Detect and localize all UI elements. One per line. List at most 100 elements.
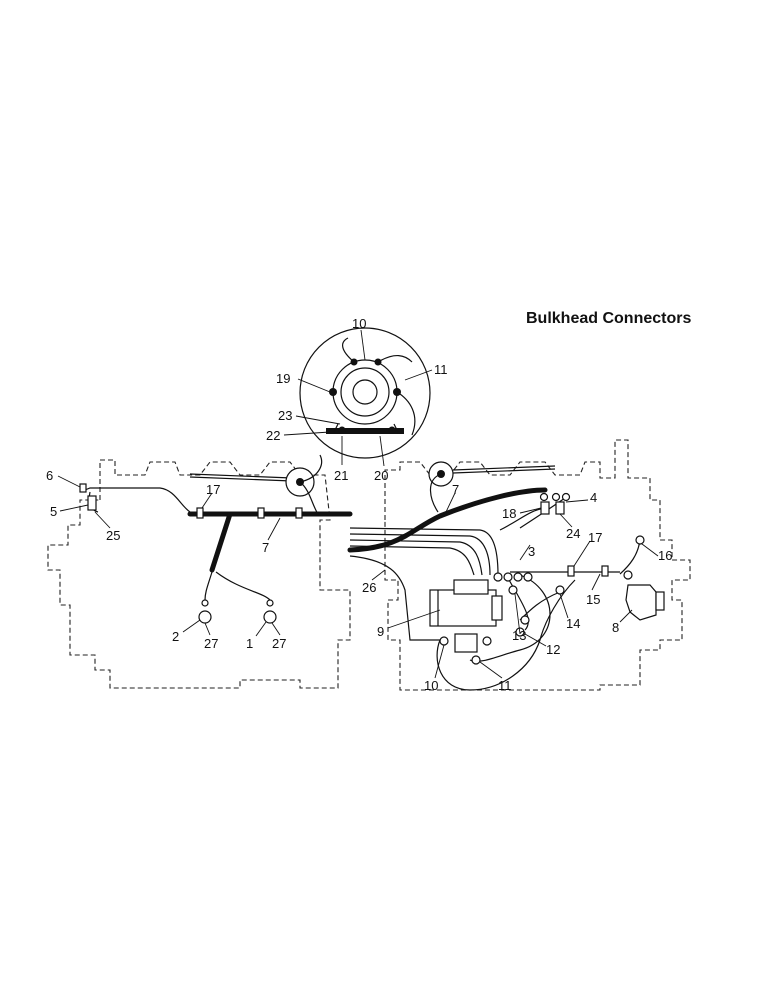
leader-19 [297, 378, 331, 393]
leader-3 [519, 544, 531, 561]
right-terminal-i [635, 535, 645, 545]
right-cable-to-16 [619, 539, 641, 575]
sensor-2-terminal [201, 599, 209, 607]
right-clip-a [567, 565, 575, 577]
starter-center-boss [352, 379, 378, 405]
relay-body [454, 633, 478, 653]
leader-9 [387, 609, 441, 629]
callout-9: 9 [377, 624, 384, 639]
sensor-1 [263, 610, 277, 624]
callout-14: 14 [566, 616, 580, 631]
callout-15: 15 [586, 592, 600, 607]
leader-7-right [445, 492, 456, 513]
callout-13: 13 [512, 628, 526, 643]
callout-11-top: 11 [434, 362, 448, 377]
bulkhead-connector-24 [555, 501, 565, 515]
leader-27-b [271, 622, 281, 636]
alternator-pulley [655, 591, 665, 611]
left-harness-bend [299, 481, 319, 515]
left-clip-b [257, 507, 265, 519]
starter-housing [332, 359, 398, 425]
right-cable-loop-12 [469, 574, 551, 662]
starter-cable-top-right [377, 355, 413, 363]
sensor-2 [198, 610, 212, 624]
right-harness-main [347, 487, 548, 553]
leader-17-right [573, 540, 591, 567]
starter-motor-body [429, 589, 497, 627]
left-cable-top [189, 473, 293, 479]
sensor-lead-1 [215, 571, 271, 601]
alternator-body [625, 584, 657, 621]
right-terminal-e [508, 585, 518, 595]
sensor-1-terminal [266, 599, 274, 607]
callout-16: 16 [658, 548, 672, 563]
leader-12 [524, 633, 547, 647]
leader-10-bottom [434, 644, 445, 679]
leader-7-left [267, 517, 281, 541]
callout-27-b: 27 [272, 636, 286, 651]
right-cable-top [452, 465, 556, 471]
callout-11-bottom: 11 [498, 678, 512, 693]
callout-22: 22 [266, 428, 280, 443]
right-cable-top-2 [452, 468, 556, 474]
callout-1: 1 [246, 636, 253, 651]
callout-19: 19 [276, 371, 290, 386]
relay-terminal-left [439, 636, 449, 646]
callout-12: 12 [546, 642, 560, 657]
left-cable-top-2 [189, 476, 293, 482]
right-engine-outline [384, 439, 691, 691]
left-clip-a [196, 507, 204, 519]
callout-25: 25 [106, 528, 120, 543]
callout-7-right: 7 [452, 482, 459, 497]
relay-terminal-bottom [471, 655, 481, 665]
callout-20: 20 [374, 468, 388, 483]
callout-18: 18 [502, 506, 516, 521]
callout-3: 3 [528, 544, 535, 559]
starter-motor-end [491, 595, 503, 621]
right-cable-loop-13 [507, 577, 529, 631]
leader-14 [559, 593, 569, 619]
leader-6 [57, 475, 81, 488]
leader-23 [295, 415, 341, 425]
leader-20 [379, 435, 385, 467]
left-cable-to-starter [79, 487, 191, 513]
right-terminal-b [503, 572, 513, 582]
left-clip-c [295, 507, 303, 519]
right-terminal-c [513, 572, 523, 582]
right-cable-bundle-4 [349, 545, 475, 576]
callout-10-top: 10 [352, 316, 366, 331]
connector-4-b [551, 492, 561, 502]
callout-8: 8 [612, 620, 619, 635]
leader-16 [641, 543, 659, 557]
starter-terminal-left [329, 388, 337, 396]
callout-7-left: 7 [262, 540, 269, 555]
leader-18 [519, 507, 542, 514]
leader-8 [619, 609, 633, 623]
right-clip-b [601, 565, 609, 577]
bulkhead-connector-18 [540, 501, 550, 515]
right-cable-bundle-3 [349, 539, 483, 576]
callout-17-right: 17 [588, 530, 602, 545]
callout-6: 6 [46, 468, 53, 483]
leader-2 [182, 619, 201, 633]
sensor-lead-2 [204, 571, 213, 601]
leader-17-left [201, 492, 213, 509]
leader-10-top [360, 329, 366, 361]
leader-11-top [404, 369, 433, 381]
right-cable-26 [349, 555, 440, 641]
diagram-title: Bulkhead Connectors [526, 310, 692, 327]
connector-4-c [561, 492, 571, 502]
right-terminal-d [523, 572, 533, 582]
leader-4 [565, 499, 589, 503]
right-terminal-j [623, 570, 633, 580]
leader-1 [255, 621, 267, 637]
leader-24 [559, 513, 573, 528]
callout-21: 21 [334, 468, 348, 483]
callout-24: 24 [566, 526, 580, 541]
starter-cable-outer-right [396, 391, 416, 436]
callout-5: 5 [50, 504, 57, 519]
leader-15 [591, 573, 601, 591]
leader-27-a [204, 622, 211, 636]
right-loop-lead [429, 473, 442, 513]
